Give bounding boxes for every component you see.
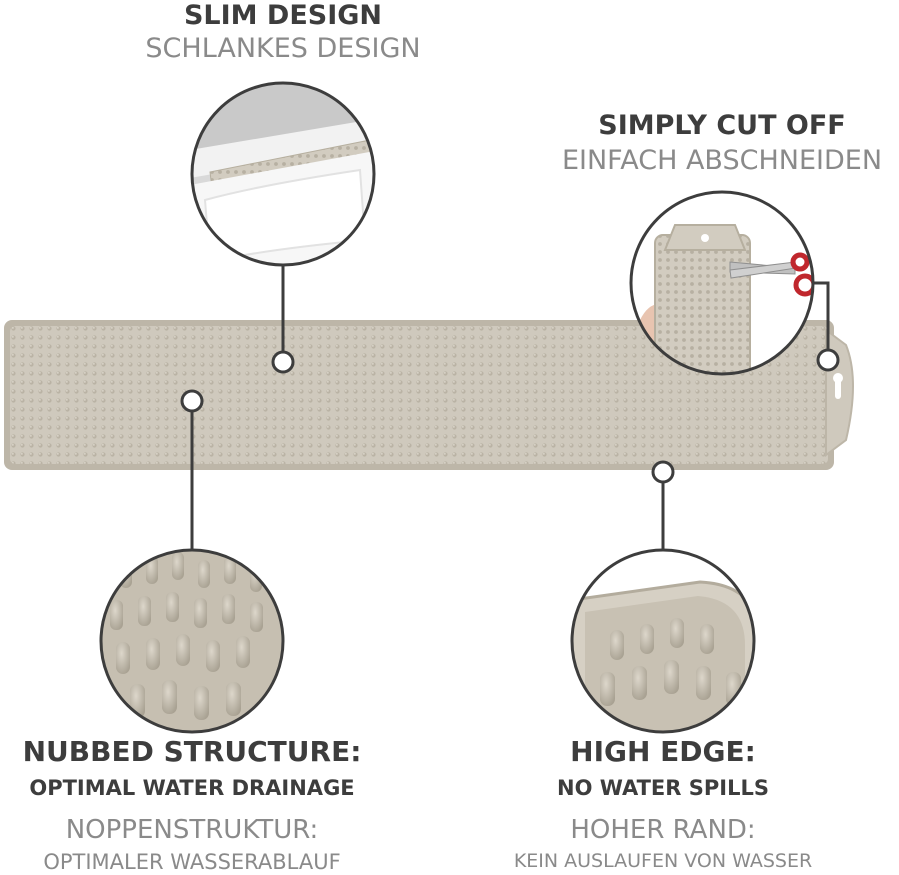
high-edge-title-de: HOHER RAND: bbox=[570, 815, 756, 845]
drainer-mat bbox=[4, 320, 854, 470]
scissors-icon bbox=[729, 252, 813, 297]
hanging-hole-icon bbox=[833, 373, 843, 399]
zoom-slim-design bbox=[190, 81, 376, 267]
slim-design-title-en: SLIM DESIGN bbox=[183, 0, 383, 31]
zoom-simply-cut-off bbox=[629, 190, 815, 376]
cut-off-title-de: EINFACH ABSCHNEIDEN bbox=[561, 145, 883, 176]
nubbed-structure-title-en: NUBBED STRUCTURE: bbox=[22, 735, 362, 768]
zoom-nubbed-structure bbox=[99, 548, 285, 734]
high-edge-sub-en: NO WATER SPILLS bbox=[557, 776, 769, 800]
zoom-high-edge bbox=[570, 548, 756, 734]
high-edge-title-en: HIGH EDGE: bbox=[570, 735, 756, 768]
nubbed-structure-sub-en: OPTIMAL WATER DRAINAGE bbox=[29, 776, 355, 800]
callout-dots bbox=[180, 348, 840, 484]
cut-off-title-en: SIMPLY CUT OFF bbox=[598, 110, 846, 141]
slim-design-title-de: SCHLANKES DESIGN bbox=[145, 33, 421, 64]
callout-lines bbox=[190, 265, 830, 550]
nubbed-structure-sub-de: OPTIMALER WASSERABLAUF bbox=[43, 850, 341, 874]
nubbed-structure-title-de: NOPPENSTRUKTUR: bbox=[65, 815, 319, 845]
high-edge-sub-de: KEIN AUSLAUFEN VON WASSER bbox=[513, 850, 813, 872]
